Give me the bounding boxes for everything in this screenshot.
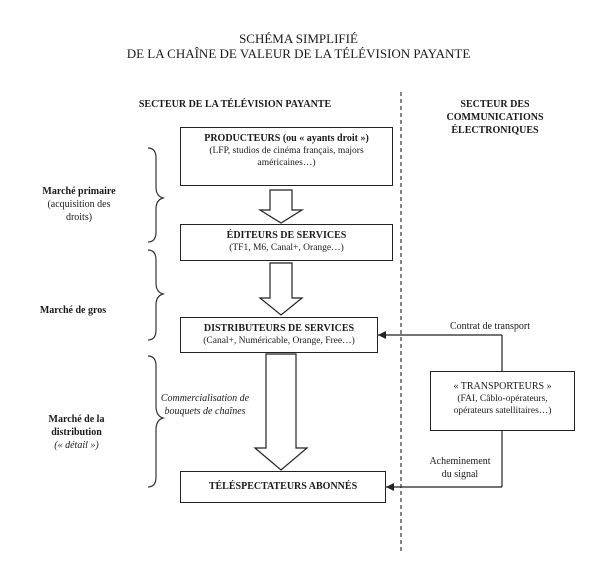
distribution-market-title-2: distribution bbox=[51, 427, 102, 438]
distributeurs-subtitle: (Canal+, Numéricable, Orange, Free…) bbox=[203, 336, 355, 346]
primary-market-title: Marché primaire bbox=[42, 186, 116, 197]
primary-market-label: Marché primaire (acquisition des droits) bbox=[14, 185, 144, 224]
commercialisation-line1: Commercialisation de bbox=[160, 393, 250, 404]
sector-pay-tv-label: SECTEUR DE LA TÉLÉVISION PAYANTE bbox=[138, 99, 332, 110]
telespectateurs-title: TÉLÉSPECTATEURS ABONNÉS bbox=[208, 481, 358, 492]
producteurs-box: PRODUCTEURS (ou « ayants droit ») (LFP, … bbox=[180, 127, 393, 186]
transporteurs-subtitle-1: (FAI, Câblo-opérateurs, bbox=[457, 394, 548, 404]
primary-market-sub1: (acquisition des bbox=[47, 199, 111, 210]
sector-telecom-line3: ÉLECTRONIQUES bbox=[451, 125, 539, 136]
wholesale-market-title: Marché de gros bbox=[39, 305, 107, 316]
producteurs-subtitle-2: américaines…) bbox=[257, 158, 316, 168]
arrow-editeurs-to-distributeurs bbox=[258, 262, 304, 316]
sector-telecom-label: SECTEUR DES COMMUNICATIONS ÉLECTRONIQUES bbox=[435, 98, 555, 137]
signal-routing-line1: Acheminement bbox=[429, 456, 491, 467]
distributeurs-title: DISTRIBUTEURS DE SERVICES bbox=[203, 323, 355, 334]
editeurs-subtitle: (TF1, M6, Canal+, Orange…) bbox=[229, 243, 344, 253]
editeurs-title: ÉDITEURS DE SERVICES bbox=[226, 230, 347, 241]
distributeurs-box: DISTRIBUTEURS DE SERVICES (Canal+, Numér… bbox=[180, 317, 378, 353]
contract-arrowhead bbox=[378, 331, 386, 339]
brace-primary-market bbox=[147, 147, 166, 243]
distribution-market-title-1: Marché de la bbox=[48, 414, 105, 425]
transporteurs-title: « TRANSPORTEURS » bbox=[453, 381, 552, 392]
sector-telecom-line1: SECTEUR DES bbox=[460, 99, 530, 110]
brace-distribution-market bbox=[147, 355, 166, 488]
distribution-market-label: Marché de la distribution (« détail ») bbox=[14, 413, 139, 452]
signal-routing-line2: du signal bbox=[441, 469, 479, 480]
commercialisation-line2: bouquets de chaînes bbox=[164, 406, 246, 417]
diagram-title-line1: SCHÉMA SIMPLIFIÉ bbox=[239, 31, 358, 46]
editeurs-box: ÉDITEURS DE SERVICES (TF1, M6, Canal+, O… bbox=[180, 224, 393, 261]
diagram-title-line2: DE LA CHAÎNE DE VALEUR DE LA TÉLÉVISION … bbox=[126, 46, 471, 61]
contract-transport-label: Contrat de transport bbox=[450, 321, 530, 332]
producteurs-subtitle-1: (LFP, studios de cinéma français, majors bbox=[209, 146, 364, 156]
signal-routing-label: Acheminement du signal bbox=[420, 455, 500, 481]
producteurs-title: PRODUCTEURS (ou « ayants droit ») bbox=[204, 133, 369, 144]
distribution-market-sub: (« détail ») bbox=[54, 440, 99, 451]
commercialisation-note: Commercialisation de bouquets de chaînes bbox=[150, 392, 260, 418]
transporteurs-subtitle-2: opérateurs satellitaires…) bbox=[453, 406, 552, 416]
transporteurs-box: « TRANSPORTEURS » (FAI, Câblo-opérateurs… bbox=[430, 371, 575, 431]
brace-wholesale-market bbox=[147, 249, 166, 341]
wholesale-market-label: Marché de gros bbox=[14, 304, 132, 317]
arrow-producteurs-to-editeurs bbox=[257, 189, 305, 224]
signal-arrowhead bbox=[386, 483, 394, 491]
primary-market-sub2: droits) bbox=[65, 212, 93, 223]
arrow-distributeurs-to-telespectateurs bbox=[253, 353, 309, 471]
telespectateurs-box: TÉLÉSPECTATEURS ABONNÉS bbox=[180, 471, 386, 503]
sector-telecom-line2: COMMUNICATIONS bbox=[446, 112, 544, 123]
